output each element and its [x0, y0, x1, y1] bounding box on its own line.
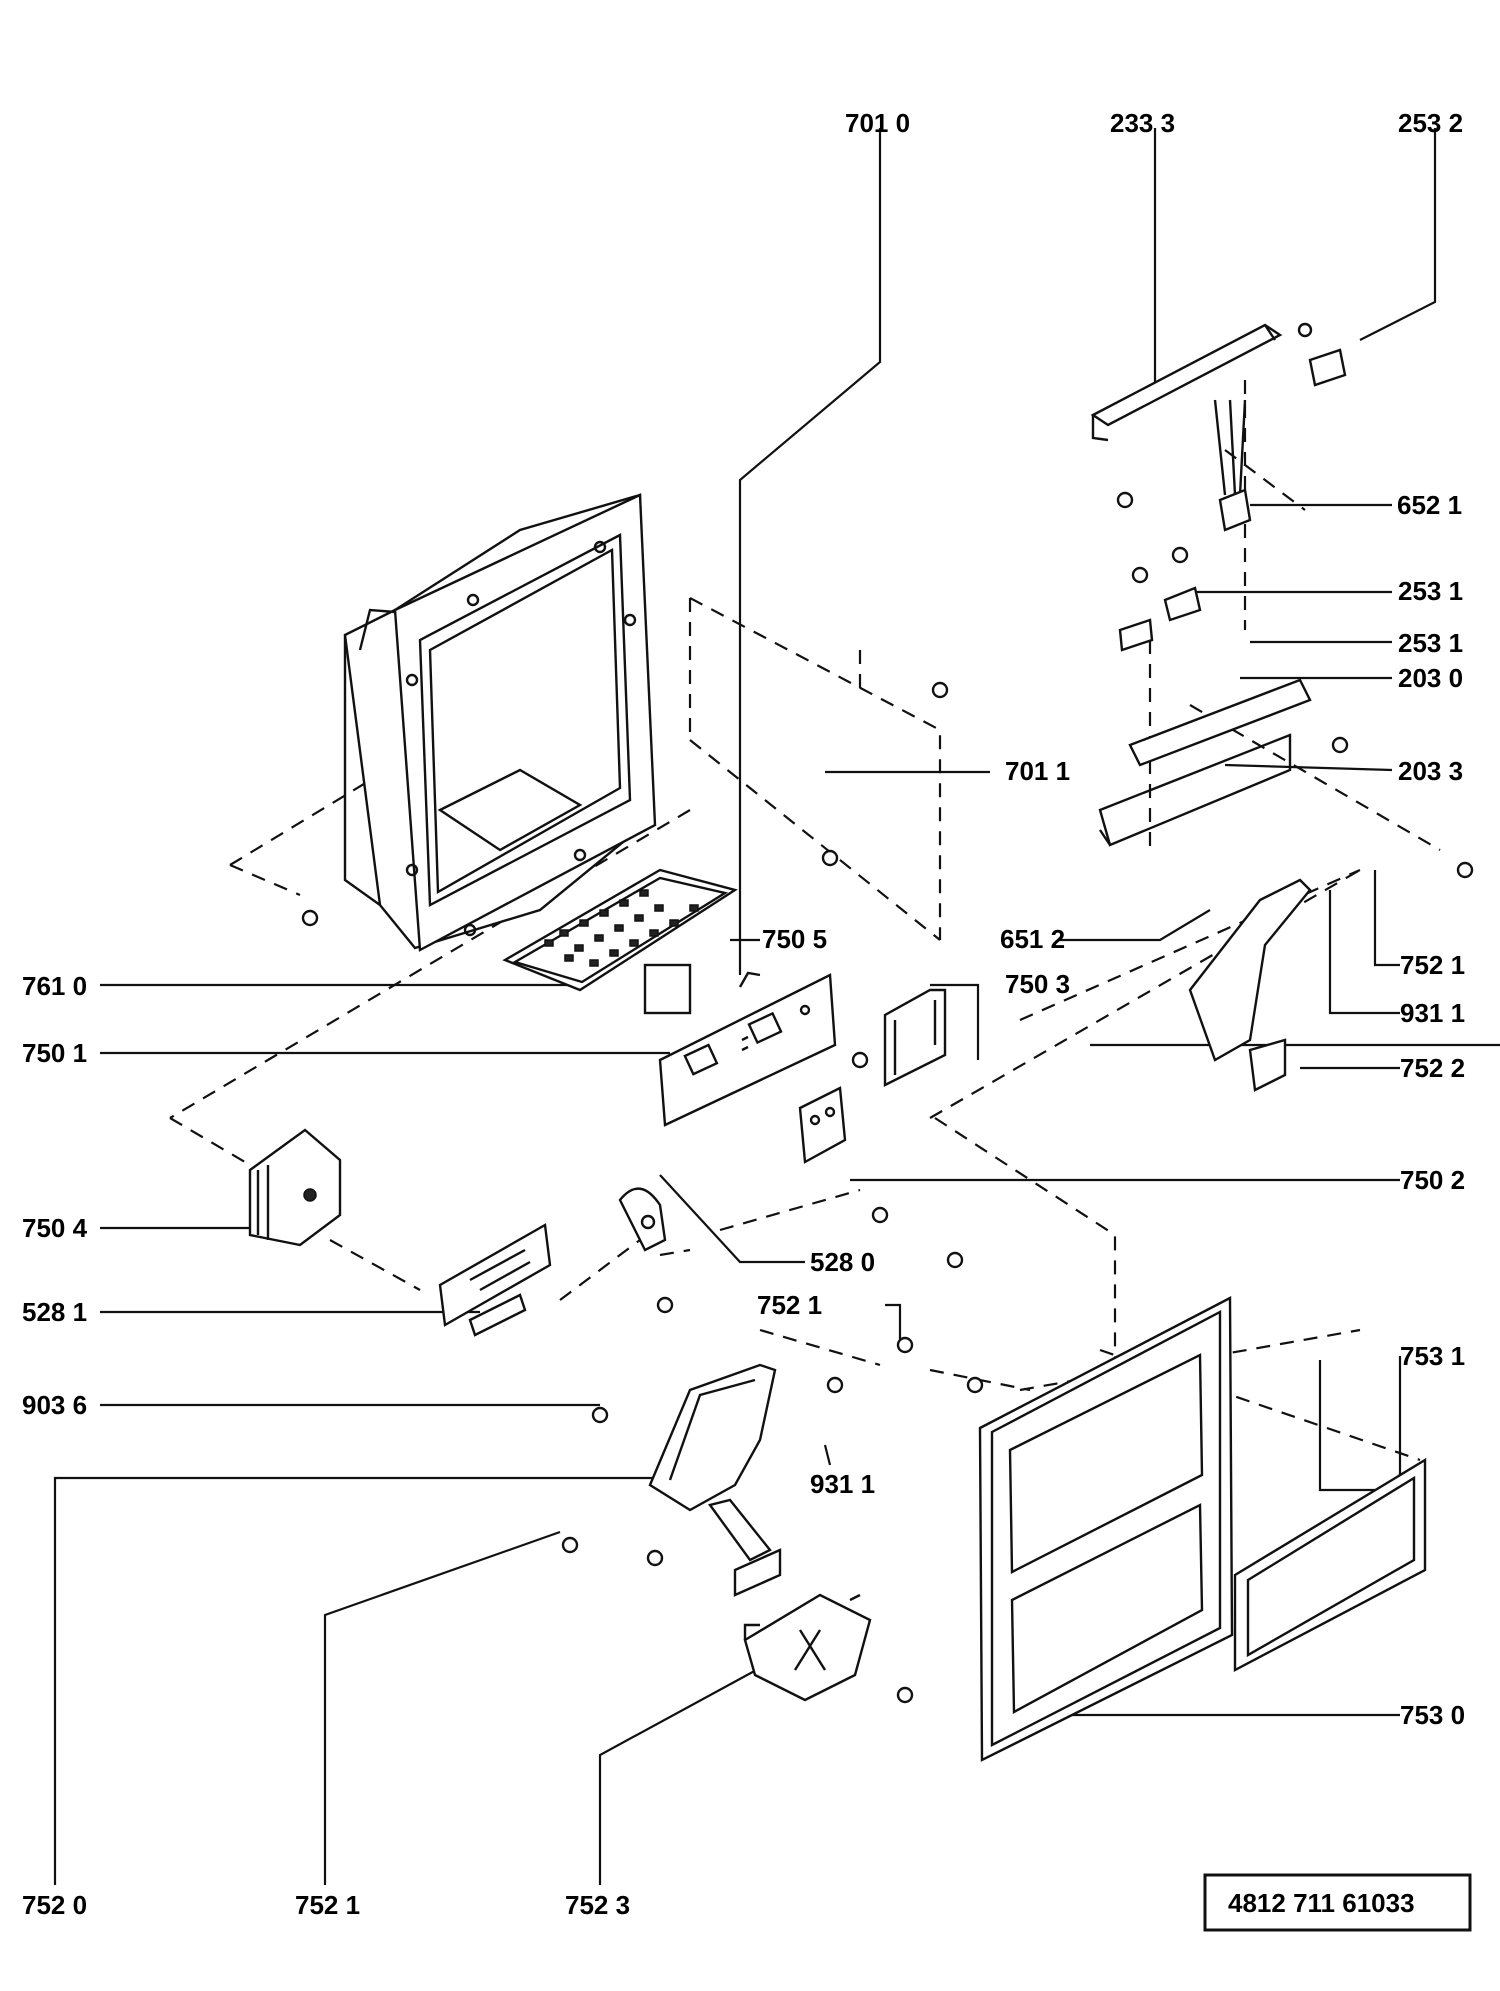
label-253-1-b: 253 1 — [1398, 628, 1463, 658]
label-528-1: 528 1 — [22, 1297, 87, 1327]
part-mounting-bracket — [1098, 678, 1312, 847]
label-652-1: 652 1 — [1397, 490, 1462, 520]
label-701-1: 701 1 — [1005, 756, 1070, 786]
part-frame-housing — [343, 493, 657, 952]
label-931-1-middle: 931 1 — [810, 1469, 875, 1499]
part-top-cover-rail — [1090, 323, 1283, 442]
document-code: 4812 711 61033 — [1228, 1888, 1415, 1918]
part-door-panels — [978, 1296, 1427, 1762]
label-752-0: 752 0 — [22, 1890, 87, 1920]
label-750-4: 750 4 — [22, 1213, 88, 1243]
part-cup — [743, 1593, 872, 1702]
part-control-panel — [658, 971, 837, 1127]
screws — [301, 491, 1474, 1704]
label-753-0: 753 0 — [1400, 1700, 1465, 1730]
assembly-guide-lines — [169, 380, 1500, 1500]
label-750-3: 750 3 — [1005, 969, 1070, 999]
label-750-1: 750 1 — [22, 1038, 87, 1068]
label-761-0: 761 0 — [22, 971, 87, 1001]
label-752-1-middle: 752 1 — [757, 1290, 822, 1320]
label-253-2: 253 2 — [1398, 108, 1463, 138]
part-side-block — [248, 1128, 342, 1247]
document-code-box: 4812 711 61033 — [1203, 1873, 1472, 1932]
label-203-0: 203 0 — [1398, 663, 1463, 693]
label-752-3: 752 3 — [565, 1890, 630, 1920]
part-wheel-bracket — [618, 1187, 667, 1252]
label-701-0: 701 0 — [845, 108, 910, 138]
part-right-lever — [1188, 878, 1312, 1092]
part-hinge-plate — [438, 1223, 552, 1337]
label-750-5: 750 5 — [762, 924, 827, 954]
part-brackets — [798, 988, 947, 1164]
label-752-1-bottom: 752 1 — [295, 1890, 360, 1920]
label-753-1: 753 1 — [1400, 1341, 1465, 1371]
label-903-6: 903 6 — [22, 1390, 87, 1420]
label-931-1-right: 931 1 — [1400, 998, 1465, 1028]
part-main-lever — [648, 1363, 782, 1597]
part-grille — [502, 868, 738, 1015]
part-labels: 701 0 233 3 253 2 652 1 253 1 253 1 203 … — [22, 108, 1465, 1920]
label-750-2: 750 2 — [1400, 1165, 1465, 1195]
part-thermostat-assembly — [1118, 322, 1347, 652]
label-528-0: 528 0 — [810, 1247, 875, 1277]
label-752-1-right: 752 1 — [1400, 950, 1465, 980]
label-752-2: 752 2 — [1400, 1053, 1465, 1083]
label-233-3: 233 3 — [1110, 108, 1175, 138]
label-651-2: 651 2 — [1000, 924, 1065, 954]
leader-lines — [53, 128, 1437, 1885]
label-253-1-a: 253 1 — [1398, 576, 1463, 606]
label-203-3: 203 3 — [1398, 756, 1463, 786]
